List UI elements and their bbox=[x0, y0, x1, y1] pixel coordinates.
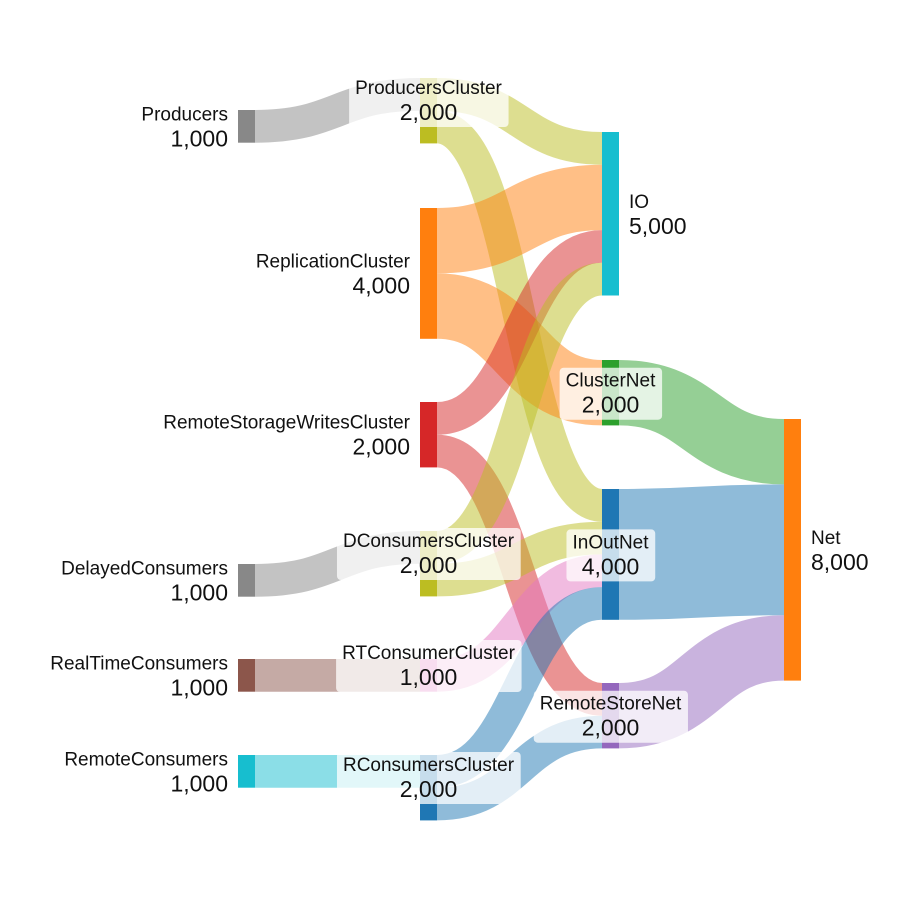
node-value-label: 1,000 bbox=[170, 125, 228, 151]
node-name-label: DConsumersCluster bbox=[343, 531, 515, 552]
node-name-label: IO bbox=[629, 192, 649, 213]
node-value-label: 2,000 bbox=[352, 434, 410, 460]
node-value-label: 1,000 bbox=[170, 770, 228, 796]
node-value-label: 2,000 bbox=[582, 392, 640, 418]
node-value-label: 4,000 bbox=[352, 272, 410, 298]
label-background bbox=[566, 529, 656, 582]
node-name-label: ReplicationCluster bbox=[256, 251, 411, 272]
node-producers bbox=[238, 110, 255, 143]
node-value-label: 5,000 bbox=[629, 213, 687, 239]
node-name-label: ProducersCluster bbox=[355, 78, 502, 99]
node-value-label: 1,000 bbox=[170, 674, 228, 700]
node-name-label: RemoteStoreNet bbox=[540, 694, 682, 715]
label-background bbox=[336, 752, 521, 804]
link-remote-storage-writes-cluster-to-io bbox=[435, 230, 604, 435]
node-name-label: RTConsumerCluster bbox=[342, 643, 515, 664]
link-replication-cluster-to-io bbox=[436, 164, 603, 274]
node-remote-consumers bbox=[238, 755, 255, 788]
node-value-label: 1,000 bbox=[400, 664, 458, 690]
node-name-label: RConsumersCluster bbox=[343, 755, 515, 776]
node-name-label: RemoteConsumers bbox=[64, 749, 228, 770]
node-real-time-consumers bbox=[238, 659, 255, 692]
node-value-label: 4,000 bbox=[582, 553, 640, 579]
node-net bbox=[784, 419, 801, 681]
node-replication-cluster bbox=[420, 208, 437, 339]
label-background bbox=[533, 690, 688, 743]
node-remote-storage-writes-cluster bbox=[420, 402, 437, 468]
node-name-label: DelayedConsumers bbox=[61, 558, 228, 579]
label-io: IO5,000 bbox=[629, 192, 687, 239]
label-background bbox=[349, 75, 509, 127]
node-value-label: 8,000 bbox=[811, 549, 869, 575]
label-background bbox=[336, 528, 521, 580]
node-io bbox=[602, 132, 619, 296]
node-value-label: 2,000 bbox=[400, 99, 458, 125]
label-background bbox=[336, 640, 522, 692]
node-name-label: ClusterNet bbox=[566, 371, 656, 392]
label-background bbox=[559, 367, 663, 420]
sankey-labels: Producers1,000ReplicationCluster4,000Rem… bbox=[50, 75, 869, 804]
node-value-label: 2,000 bbox=[582, 715, 640, 741]
node-name-label: InOutNet bbox=[572, 532, 649, 553]
node-name-label: Net bbox=[811, 528, 841, 549]
node-value-label: 2,000 bbox=[400, 552, 458, 578]
node-name-label: RemoteStorageWritesCluster bbox=[163, 413, 410, 434]
node-delayed-consumers bbox=[238, 564, 255, 597]
node-name-label: Producers bbox=[141, 104, 228, 125]
node-value-label: 1,000 bbox=[170, 579, 228, 605]
node-value-label: 2,000 bbox=[400, 776, 458, 802]
sankey-links bbox=[254, 78, 786, 821]
node-name-label: RealTimeConsumers bbox=[50, 653, 228, 674]
